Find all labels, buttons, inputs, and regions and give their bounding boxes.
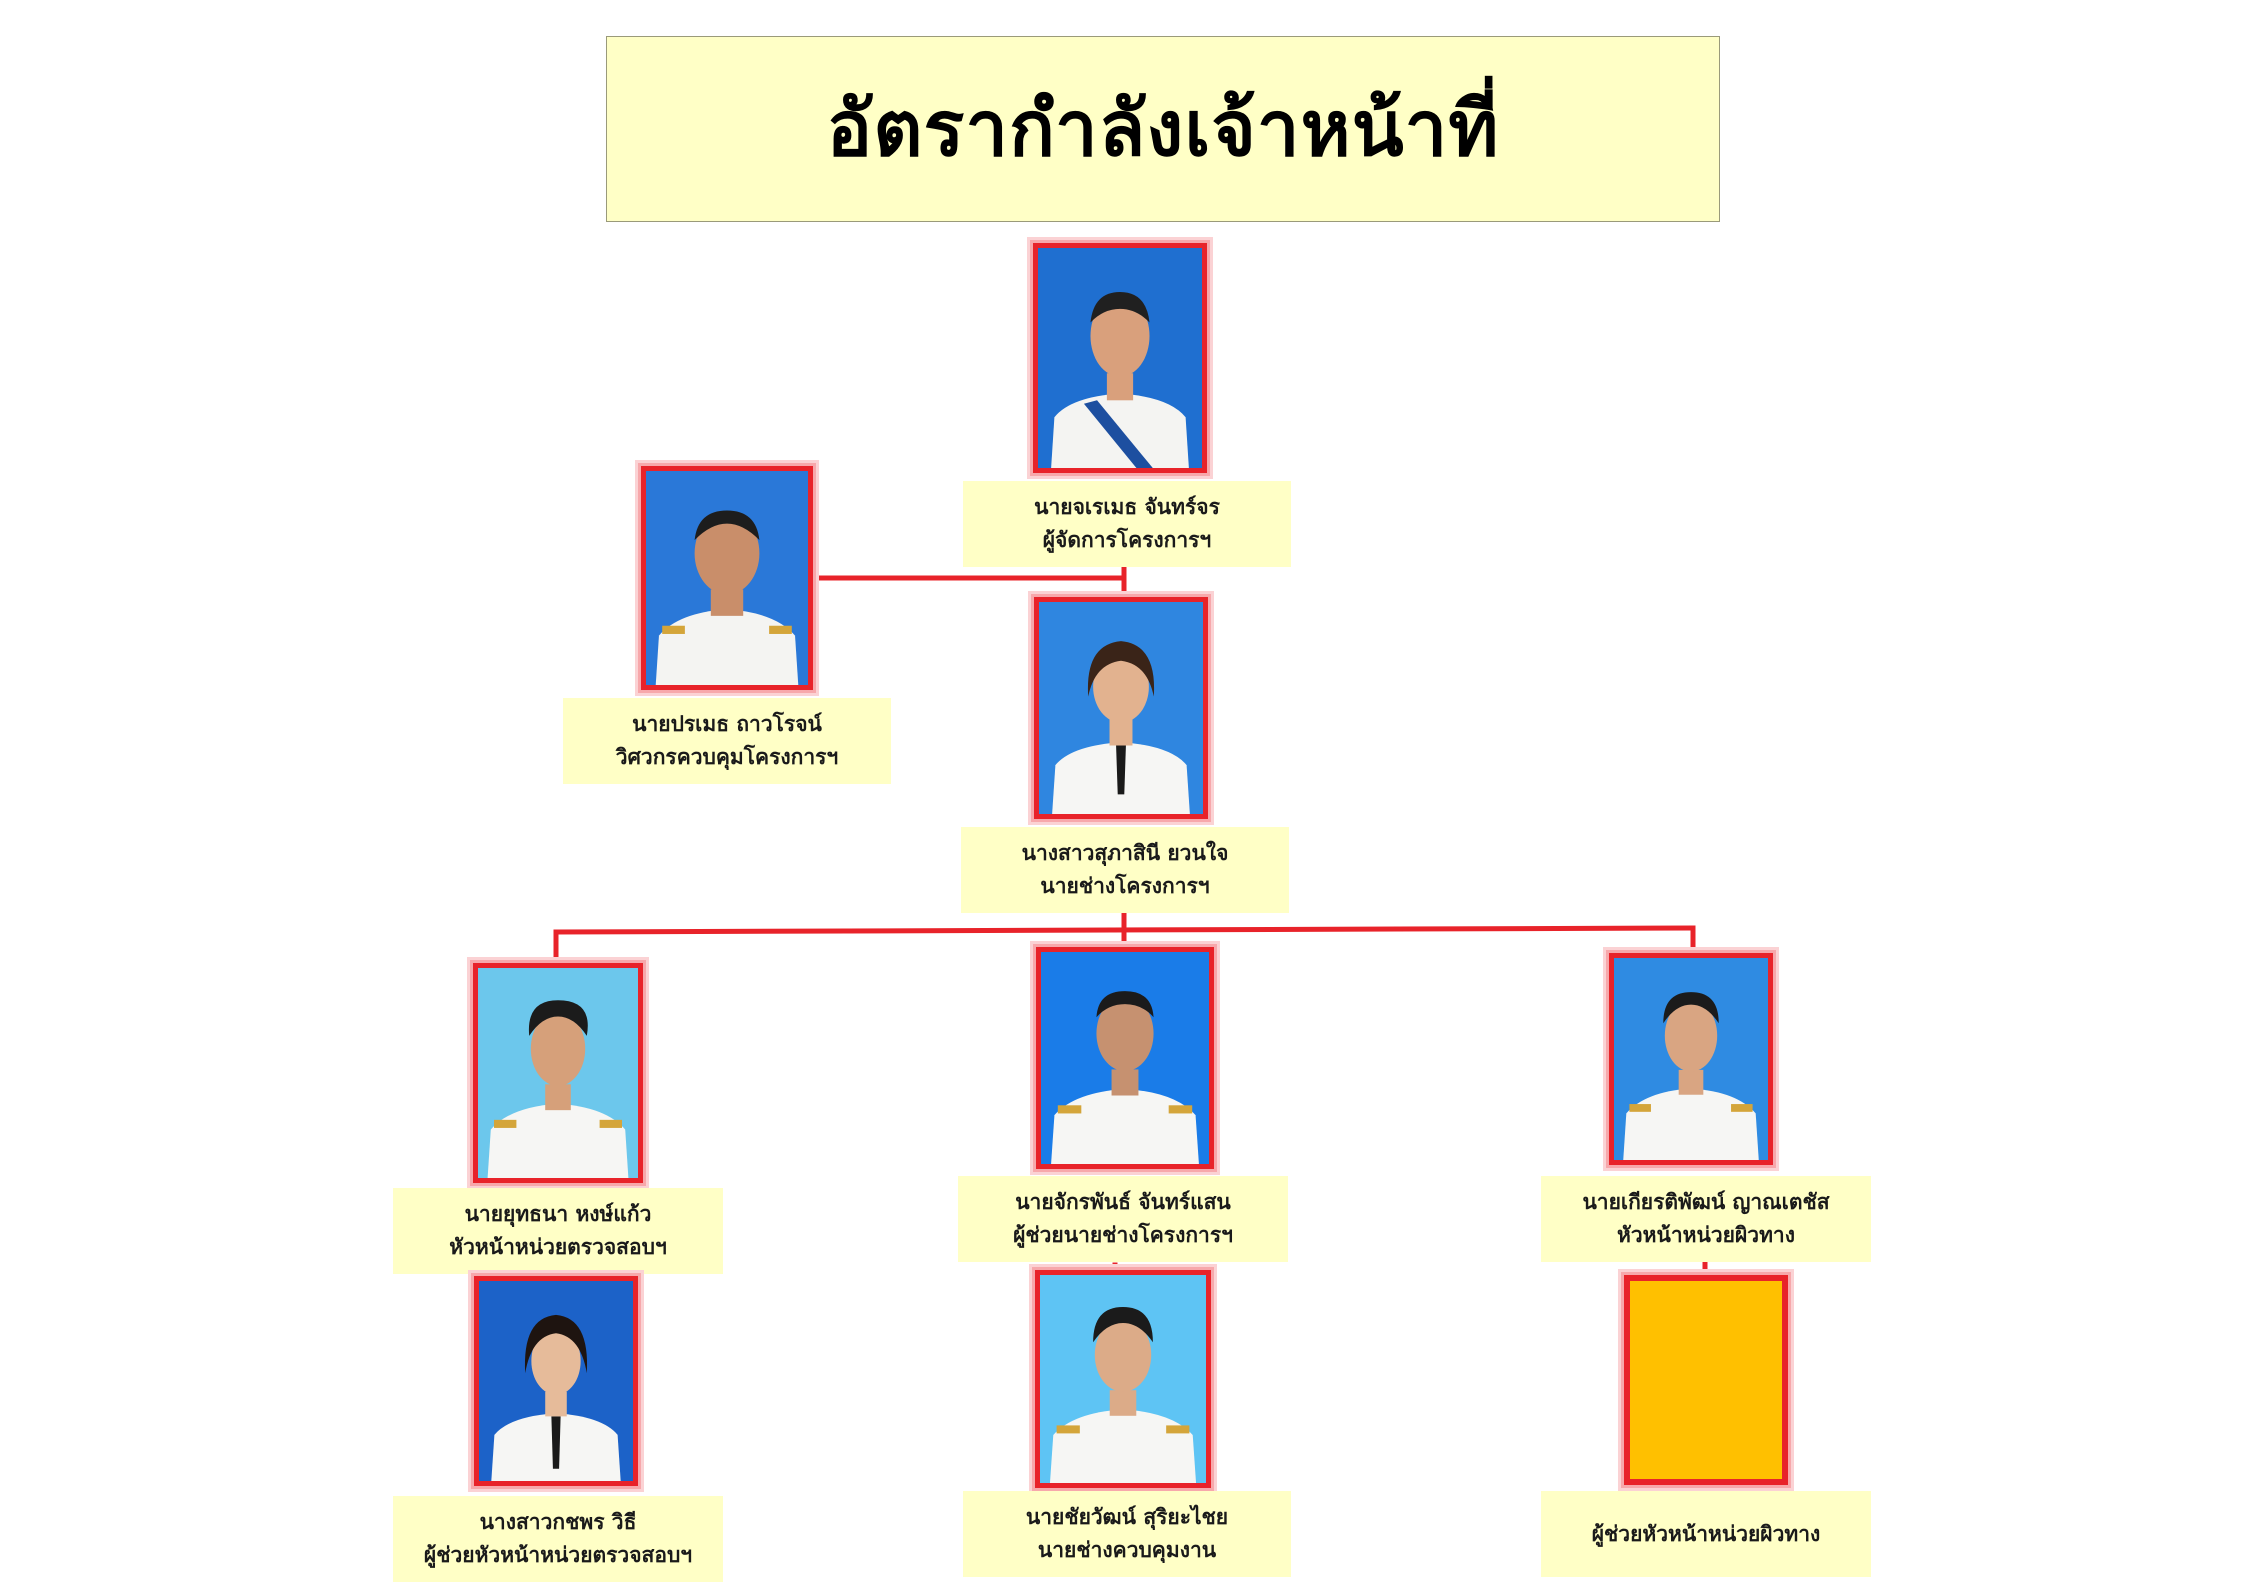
- person-position: หัวหน้าหน่วยตรวจสอบฯ: [449, 1235, 667, 1259]
- inspection-assistant-photo: [471, 1273, 641, 1489]
- person-name: นายจเรเมธ จันทร์จร: [1034, 495, 1220, 519]
- inspection-head-photo: [470, 960, 646, 1186]
- work-control-technician-photo: [1032, 1267, 1214, 1491]
- person-position: ผู้ช่วยหัวหน้าหน่วยผิวทาง: [1591, 1521, 1821, 1546]
- project-technician-photo: [1031, 594, 1211, 822]
- person-portrait-icon: [479, 1281, 633, 1481]
- person-portrait-icon: [478, 968, 638, 1178]
- surface-assistant-photo-placeholder: [1621, 1272, 1791, 1488]
- person-portrait-icon: [1041, 952, 1209, 1164]
- surface-head-label: นายเกียรติพัฒน์ ญาณเตชัส หัวหน้าหน่วยผิว…: [1541, 1176, 1871, 1262]
- surface-head-photo: [1606, 950, 1776, 1168]
- work-control-technician-label: นายชัยวัฒน์ สุริยะไชย นายช่างควบคุมงาน: [963, 1491, 1291, 1577]
- page-title: อัตรากำลังเจ้าหน้าที่: [826, 84, 1500, 173]
- person-name: นางสาวกชพร วิธี: [479, 1510, 637, 1534]
- person-portrait-icon: [646, 471, 808, 685]
- person-position: ผู้ช่วยนายช่างโครงการฯ: [1013, 1223, 1233, 1247]
- inspection-head-label: นายยุทธนา หงษ์แก้ว หัวหน้าหน่วยตรวจสอบฯ: [393, 1188, 723, 1274]
- title-box: อัตรากำลังเจ้าหน้าที่: [606, 36, 1720, 222]
- assistant-technician-label: นายจักรพันธ์ จันทร์แสน ผู้ช่วยนายช่างโคร…: [958, 1176, 1288, 1262]
- person-name: นายเกียรติพัฒน์ ญาณเตชัส: [1582, 1190, 1830, 1214]
- surface-assistant-label: ผู้ช่วยหัวหน้าหน่วยผิวทาง: [1541, 1491, 1871, 1577]
- assistant-technician-photo: [1033, 944, 1217, 1172]
- manager-label: นายจเรเมธ จันทร์จร ผู้จัดการโครงการฯ: [963, 481, 1291, 567]
- control-engineer-photo: [638, 463, 816, 693]
- person-name: นางสาวสุภาสินี ยวนใจ: [1021, 841, 1229, 865]
- person-name: นายปรเมธ ถาวโรจน์: [632, 712, 822, 736]
- person-portrait-icon: [1038, 248, 1202, 468]
- person-position: ผู้ช่วยหัวหน้าหน่วยตรวจสอบฯ: [423, 1543, 693, 1567]
- person-position: ผู้จัดการโครงการฯ: [1042, 528, 1212, 552]
- inspection-assistant-label: นางสาวกชพร วิธี ผู้ช่วยหัวหน้าหน่วยตรวจส…: [393, 1496, 723, 1582]
- person-position: วิศวกรควบคุมโครงการฯ: [615, 745, 839, 769]
- person-portrait-icon: [1040, 1275, 1206, 1483]
- person-position: หัวหน้าหน่วยผิวทาง: [1617, 1223, 1795, 1247]
- person-portrait-icon: [1039, 602, 1203, 814]
- person-portrait-icon: [1614, 958, 1768, 1160]
- person-name: นายชัยวัฒน์ สุริยะไชย: [1025, 1505, 1229, 1529]
- manager-photo: [1030, 240, 1210, 476]
- person-name: นายจักรพันธ์ จันทร์แสน: [1015, 1190, 1231, 1214]
- control-engineer-label: นายปรเมธ ถาวโรจน์ วิศวกรควบคุมโครงการฯ: [563, 698, 891, 784]
- person-name: นายยุทธนา หงษ์แก้ว: [464, 1202, 652, 1226]
- project-technician-label: นางสาวสุภาสินี ยวนใจ นายช่างโครงการฯ: [961, 827, 1289, 913]
- connector-level3-bar: [553, 925, 1696, 935]
- person-position: นายช่างควบคุมงาน: [1037, 1538, 1217, 1562]
- person-position: นายช่างโครงการฯ: [1040, 874, 1210, 898]
